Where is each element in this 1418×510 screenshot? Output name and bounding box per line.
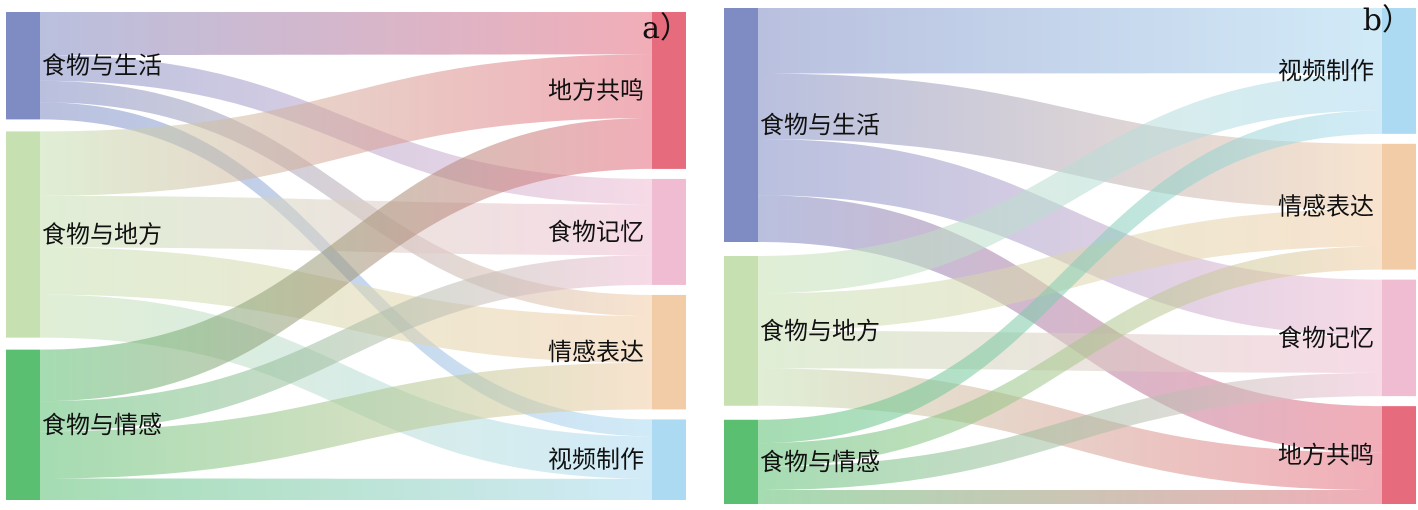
node-group (6, 12, 686, 500)
flow-link (758, 73, 1382, 210)
panel-label: a） (642, 11, 690, 46)
source-node (6, 12, 40, 120)
flow-link (40, 80, 652, 317)
target-node-label: 视频制作 (548, 446, 644, 474)
source-node (6, 349, 40, 500)
flow-link (758, 489, 1382, 504)
flow-link (758, 73, 1382, 294)
target-node-label: 食物记忆 (548, 218, 644, 246)
flow-link (40, 362, 652, 479)
target-node-label: 视频制作 (1278, 57, 1374, 85)
target-node-label: 地方共鸣 (548, 76, 644, 104)
flow-link (40, 247, 652, 363)
target-node (1382, 8, 1416, 134)
flow-link (758, 372, 1382, 490)
target-node (652, 178, 686, 285)
source-node-label: 食物与生活 (760, 111, 880, 139)
source-node-label: 食物与情感 (760, 448, 880, 476)
flow-group (40, 12, 652, 500)
target-node-label: 食物记忆 (1278, 324, 1374, 352)
target-node (1382, 279, 1416, 397)
flow-link (40, 118, 652, 402)
source-node-label: 食物与地方 (760, 317, 880, 345)
flow-link (758, 110, 1382, 444)
source-node (724, 419, 758, 504)
target-node-label: 地方共鸣 (1278, 441, 1374, 469)
flow-link (40, 54, 652, 196)
flow-link (40, 255, 652, 432)
target-node (652, 294, 686, 410)
source-node-label: 食物与情感 (42, 411, 162, 439)
sankey-panel-b: 食物与生活食物与地方食物与情感 视频制作情感表达食物记忆地方共鸣 b） (718, 0, 1418, 510)
flow-link (40, 12, 652, 55)
flow-link (40, 478, 652, 500)
sankey-panel-a: 食物与生活食物与地方食物与情感 地方共鸣食物记忆情感表达视频制作 a） (0, 0, 700, 510)
target-node (652, 12, 686, 169)
target-node (1382, 406, 1416, 504)
target-node-label: 情感表达 (548, 338, 644, 366)
source-node-label: 食物与生活 (42, 52, 162, 80)
flow-link (758, 246, 1382, 467)
target-node (652, 419, 686, 500)
source-node (6, 131, 40, 338)
source-node (724, 8, 758, 242)
source-node (724, 256, 758, 406)
node-group (724, 8, 1416, 504)
flow-link (758, 8, 1382, 74)
source-node-label: 食物与地方 (42, 221, 162, 249)
target-node-label: 情感表达 (1278, 193, 1374, 221)
panel-label: b） (1363, 3, 1412, 38)
target-node (1382, 143, 1416, 270)
flow-group (758, 8, 1382, 504)
flow-link (40, 195, 652, 256)
